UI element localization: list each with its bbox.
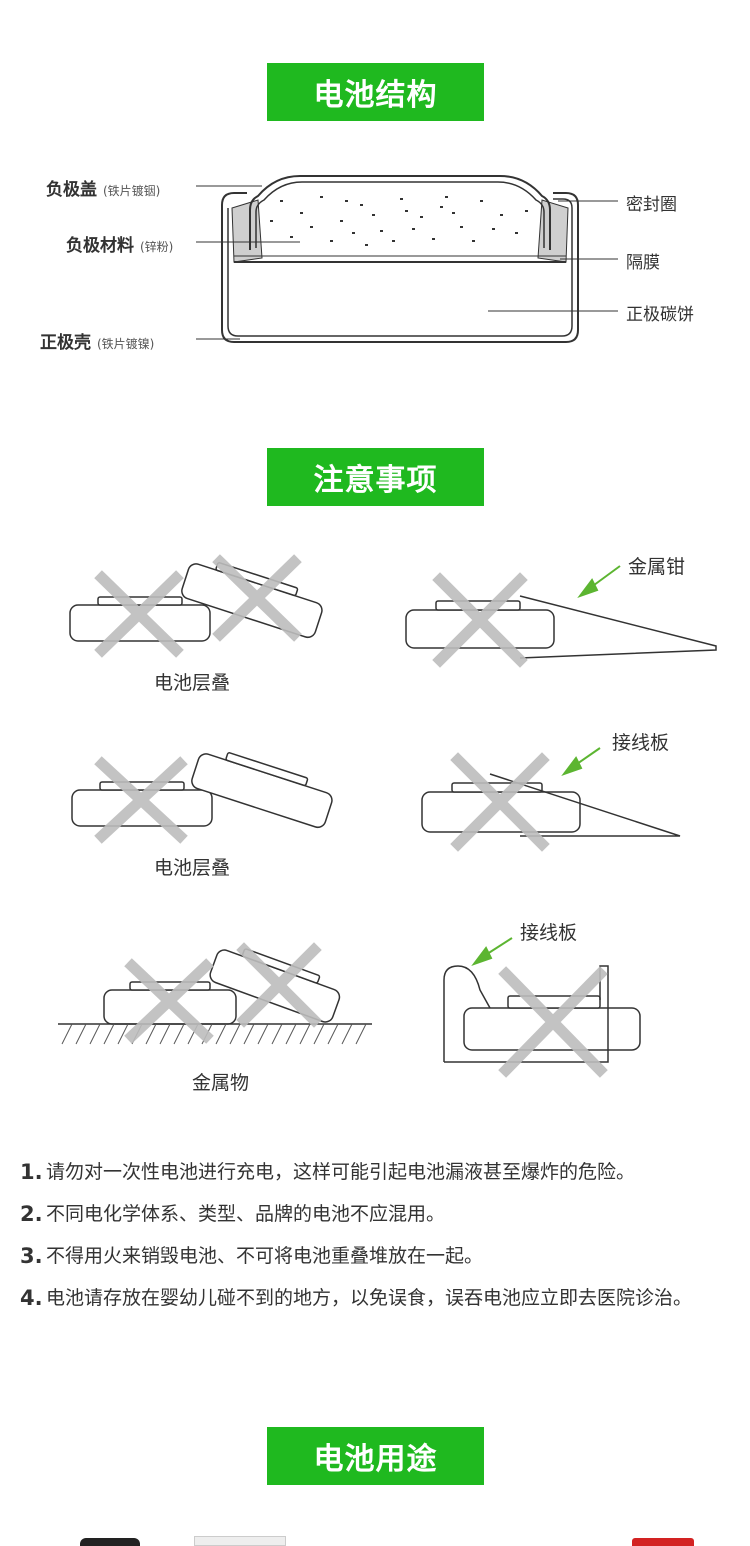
battery-structure-diagram: [196, 175, 618, 343]
label-pos-shell-text: 正极壳: [40, 333, 91, 353]
section-title-usage: 电池用途: [267, 1427, 484, 1485]
caption-board-2: 接线板: [520, 922, 578, 944]
label-seal-ring: 密封圈: [626, 195, 677, 215]
usage-image-3: [632, 1538, 694, 1546]
list-item: 3. 不得用火来销毁电池、不可将电池重叠堆放在一起。: [20, 1242, 745, 1270]
caption-stack-2: 电池层叠: [154, 857, 231, 879]
caption-stack-1: 电池层叠: [154, 672, 231, 694]
label-pos-shell: 正极壳 (铁片镀镍): [40, 328, 154, 353]
label-neg-material: 负极材料 (锌粉): [66, 231, 173, 256]
list-item-text: 请勿对一次性电池进行充电，这样可能引起电池漏液甚至爆炸的危险。: [46, 1161, 636, 1183]
warning-illustrations: [58, 554, 717, 1078]
list-item-number: 4.: [20, 1286, 43, 1310]
list-item: 4. 电池请存放在婴幼儿碰不到的地方，以免误食，误吞电池应立即去医院诊治。: [20, 1284, 745, 1312]
list-item-text: 不得用火来销毁电池、不可将电池重叠堆放在一起。: [46, 1245, 484, 1267]
label-neg-material-text: 负极材料: [66, 236, 134, 256]
usage-image-1: [80, 1538, 140, 1546]
list-item-text: 电池请存放在婴幼儿碰不到的地方，以免误食，误吞电池应立即去医院诊治。: [46, 1287, 693, 1309]
label-separator: 隔膜: [626, 253, 660, 273]
label-neg-material-note: (锌粉): [140, 240, 174, 254]
usage-images-strip: [0, 1536, 750, 1546]
list-item-number: 3.: [20, 1244, 43, 1268]
label-neg-cap-text: 负极盖: [46, 180, 97, 200]
label-neg-cap: 负极盖 (铁片镀铟): [46, 175, 160, 200]
caption-tweezers: 金属钳: [628, 556, 686, 578]
list-item: 2. 不同电化学体系、类型、品牌的电池不应混用。: [20, 1200, 745, 1228]
usage-image-2: [194, 1536, 286, 1546]
list-item: 1. 请勿对一次性电池进行充电，这样可能引起电池漏液甚至爆炸的危险。: [20, 1158, 745, 1186]
list-item-number: 2.: [20, 1202, 43, 1226]
caption-board-1: 接线板: [612, 732, 670, 754]
label-cathode: 正极碳饼: [626, 305, 694, 325]
precaution-list: 1. 请勿对一次性电池进行充电，这样可能引起电池漏液甚至爆炸的危险。 2. 不同…: [20, 1158, 745, 1326]
label-neg-cap-note: (铁片镀铟): [103, 184, 161, 198]
section-title-notice: 注意事项: [267, 448, 484, 506]
section-title-structure: 电池结构: [267, 63, 484, 121]
list-item-number: 1.: [20, 1160, 43, 1184]
list-item-text: 不同电化学体系、类型、品牌的电池不应混用。: [46, 1203, 446, 1225]
caption-metal: 金属物: [192, 1072, 250, 1094]
label-pos-shell-note: (铁片镀镍): [97, 337, 155, 351]
